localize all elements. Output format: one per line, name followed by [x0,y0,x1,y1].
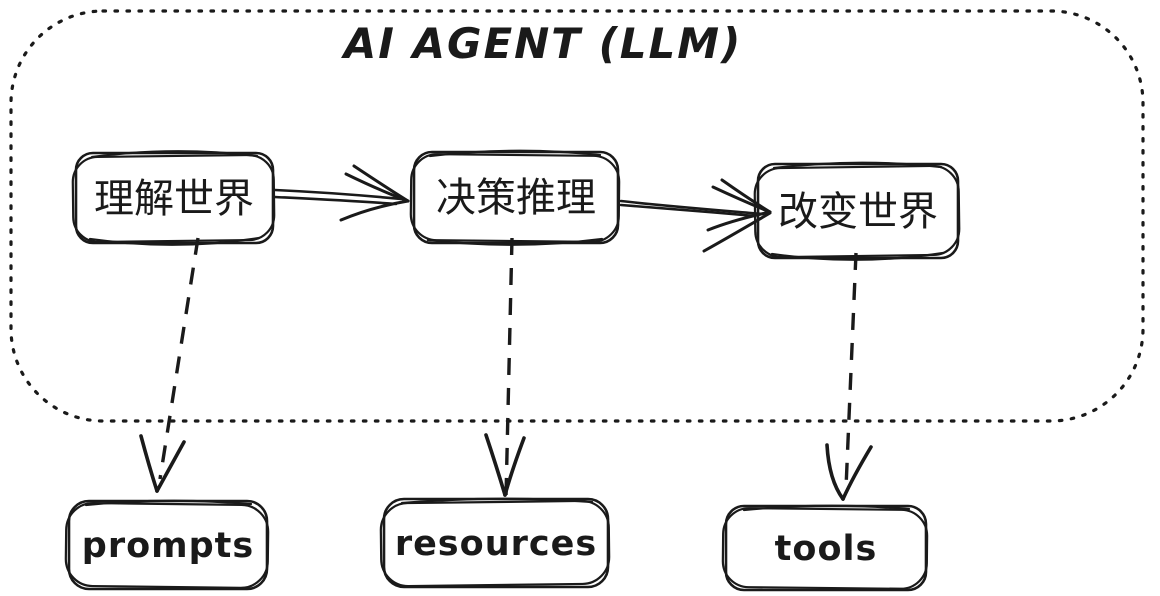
node-box-sketch [721,507,929,590]
sketch-stroke [742,504,911,512]
node-label: prompts [82,526,254,566]
arrow-shaft [273,188,403,201]
node-understand-world: 理解世界 [71,150,276,246]
node-label: tools [775,529,878,569]
arrow-shaft [619,203,757,218]
dashed-connector [158,237,200,480]
arrow-head [155,440,186,493]
dashed-connector [844,252,858,489]
node-resources: resources [379,497,611,589]
dashed-connector [504,237,514,498]
sketch-stroke [428,149,602,158]
dashed-arrow-decide-to-resources [484,237,526,498]
arrow-head [706,210,772,232]
sketch-stroke [400,497,594,505]
sketch-stroke [772,161,943,170]
sketch-stroke [84,499,253,507]
sketch-stroke [88,236,261,246]
sketch-stroke [770,251,945,261]
arrow-head [339,199,410,222]
node-change-world: 改变世界 [753,161,961,261]
arrow-head [484,433,507,497]
node-tools: tools [721,504,929,592]
arrow-head [344,172,410,203]
sketch-stroke [90,150,259,159]
node-box-sketch [64,501,270,589]
diagram-title: AI AGENT (LLM) [341,19,743,68]
node-label: 理解世界 [94,176,254,222]
node-label: 决策推理 [436,175,596,221]
node-label: 改变世界 [778,189,938,235]
arrow-head [711,185,772,214]
arrow-head [825,443,845,501]
node-box-sketch [379,499,611,588]
arrow-head [702,211,772,253]
sketch-stroke [426,237,604,246]
node-decision-reasoning: 决策推理 [409,149,621,246]
node-prompts: prompts [64,499,270,591]
dashed-arrow-act-to-tools [825,252,873,501]
arrow-head [503,436,526,497]
arrow-head [841,445,873,501]
arrow-head [139,434,159,493]
arrow-decide-to-act [619,178,772,253]
ai-agent-boundary [9,9,1145,423]
dashed-arrow-understand-to-prompts [139,237,200,493]
arrow-shaft [619,199,765,216]
node-box-sketch [409,153,621,243]
node-label: resources [395,524,597,564]
arrow-understand-to-decide [273,164,410,222]
arrow-shaft [273,195,398,206]
